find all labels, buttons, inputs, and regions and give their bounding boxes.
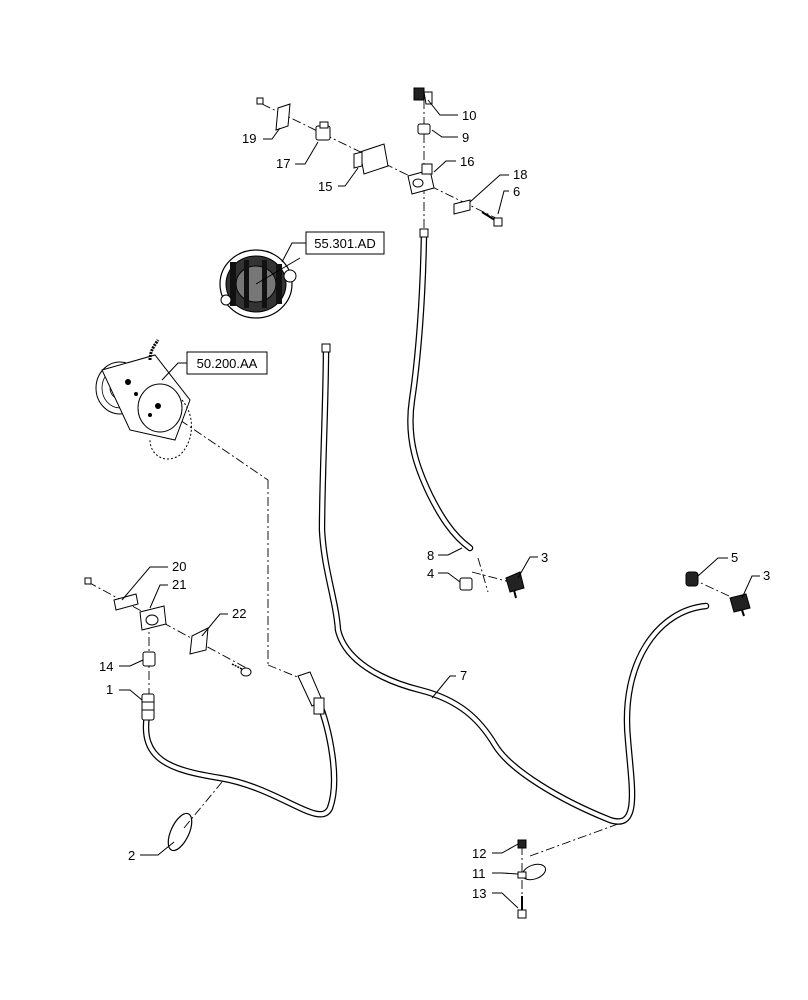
callout-11[interactable]: 11 xyxy=(472,866,486,881)
callout-18[interactable]: 18 xyxy=(513,167,527,182)
hose-end-cap xyxy=(419,228,429,238)
hose-8 xyxy=(407,228,474,552)
compressor-illustration xyxy=(95,339,192,460)
callout-6[interactable]: 6 xyxy=(513,184,520,199)
part-9-clip xyxy=(417,123,431,135)
callout-9[interactable]: 9 xyxy=(462,130,469,145)
callout-3[interactable]: 3 xyxy=(541,550,548,565)
part-11-clamp xyxy=(517,863,547,881)
callout-5[interactable]: 5 xyxy=(731,550,738,565)
hose-7 xyxy=(318,344,710,825)
callout-19[interactable]: 19 xyxy=(242,131,256,146)
callout-13[interactable]: 13 xyxy=(472,886,486,901)
part-21-clamp xyxy=(139,605,167,631)
part-5-cap xyxy=(685,571,699,587)
part-18-plate xyxy=(453,199,471,215)
part-4-fitting xyxy=(459,577,473,591)
callout-2[interactable]: 2 xyxy=(128,848,135,863)
callout-numbers: 10 9 16 18 6 19 17 15 20 21 22 14 1 2 8 … xyxy=(99,108,770,901)
callout-1[interactable]: 1 xyxy=(106,682,113,697)
hose-end-cap xyxy=(321,343,331,353)
part-17-clamp xyxy=(315,121,331,141)
callout-17[interactable]: 17 xyxy=(276,156,290,171)
part-15-bracket xyxy=(353,143,389,175)
callout-22[interactable]: 22 xyxy=(232,606,246,621)
compressor-hose-fitting xyxy=(297,671,325,715)
reference-label: 55.301.AD xyxy=(314,236,375,251)
callout-10[interactable]: 10 xyxy=(462,108,476,123)
part-3-fitting xyxy=(505,571,525,599)
callout-20[interactable]: 20 xyxy=(172,559,186,574)
reference-box-compressor[interactable]: 50.200.AA xyxy=(161,351,268,381)
reference-label: 50.200.AA xyxy=(197,356,258,371)
callout-15[interactable]: 15 xyxy=(318,179,332,194)
alternator-illustration xyxy=(219,249,301,319)
callout-14[interactable]: 14 xyxy=(99,659,113,674)
part-1-fitting xyxy=(141,693,155,721)
callout-16[interactable]: 16 xyxy=(460,154,474,169)
callout-21[interactable]: 21 xyxy=(172,577,186,592)
part-6-bolt xyxy=(481,211,503,227)
part-3-fitting-right xyxy=(729,593,751,617)
part-bolt xyxy=(231,663,252,677)
assembly-centerlines xyxy=(87,100,743,918)
part-2-tie-strap xyxy=(167,812,193,852)
callout-8[interactable]: 8 xyxy=(427,548,434,563)
callout-12[interactable]: 12 xyxy=(472,846,486,861)
part-10-fitting xyxy=(413,87,433,105)
hose-1 xyxy=(142,696,338,818)
part-12-nut xyxy=(517,839,527,849)
part-14-nut xyxy=(142,651,156,667)
part-16-clamp xyxy=(407,163,435,195)
callout-leaders xyxy=(119,99,760,909)
callout-3-right[interactable]: 3 xyxy=(763,568,770,583)
part-13-bolt xyxy=(517,896,527,919)
callout-7[interactable]: 7 xyxy=(460,668,467,683)
reference-box-alternator[interactable]: 55.301.AD xyxy=(281,231,385,263)
part-20-bracket xyxy=(84,577,139,611)
callout-4[interactable]: 4 xyxy=(427,566,434,581)
part-19-bolt xyxy=(256,97,291,131)
